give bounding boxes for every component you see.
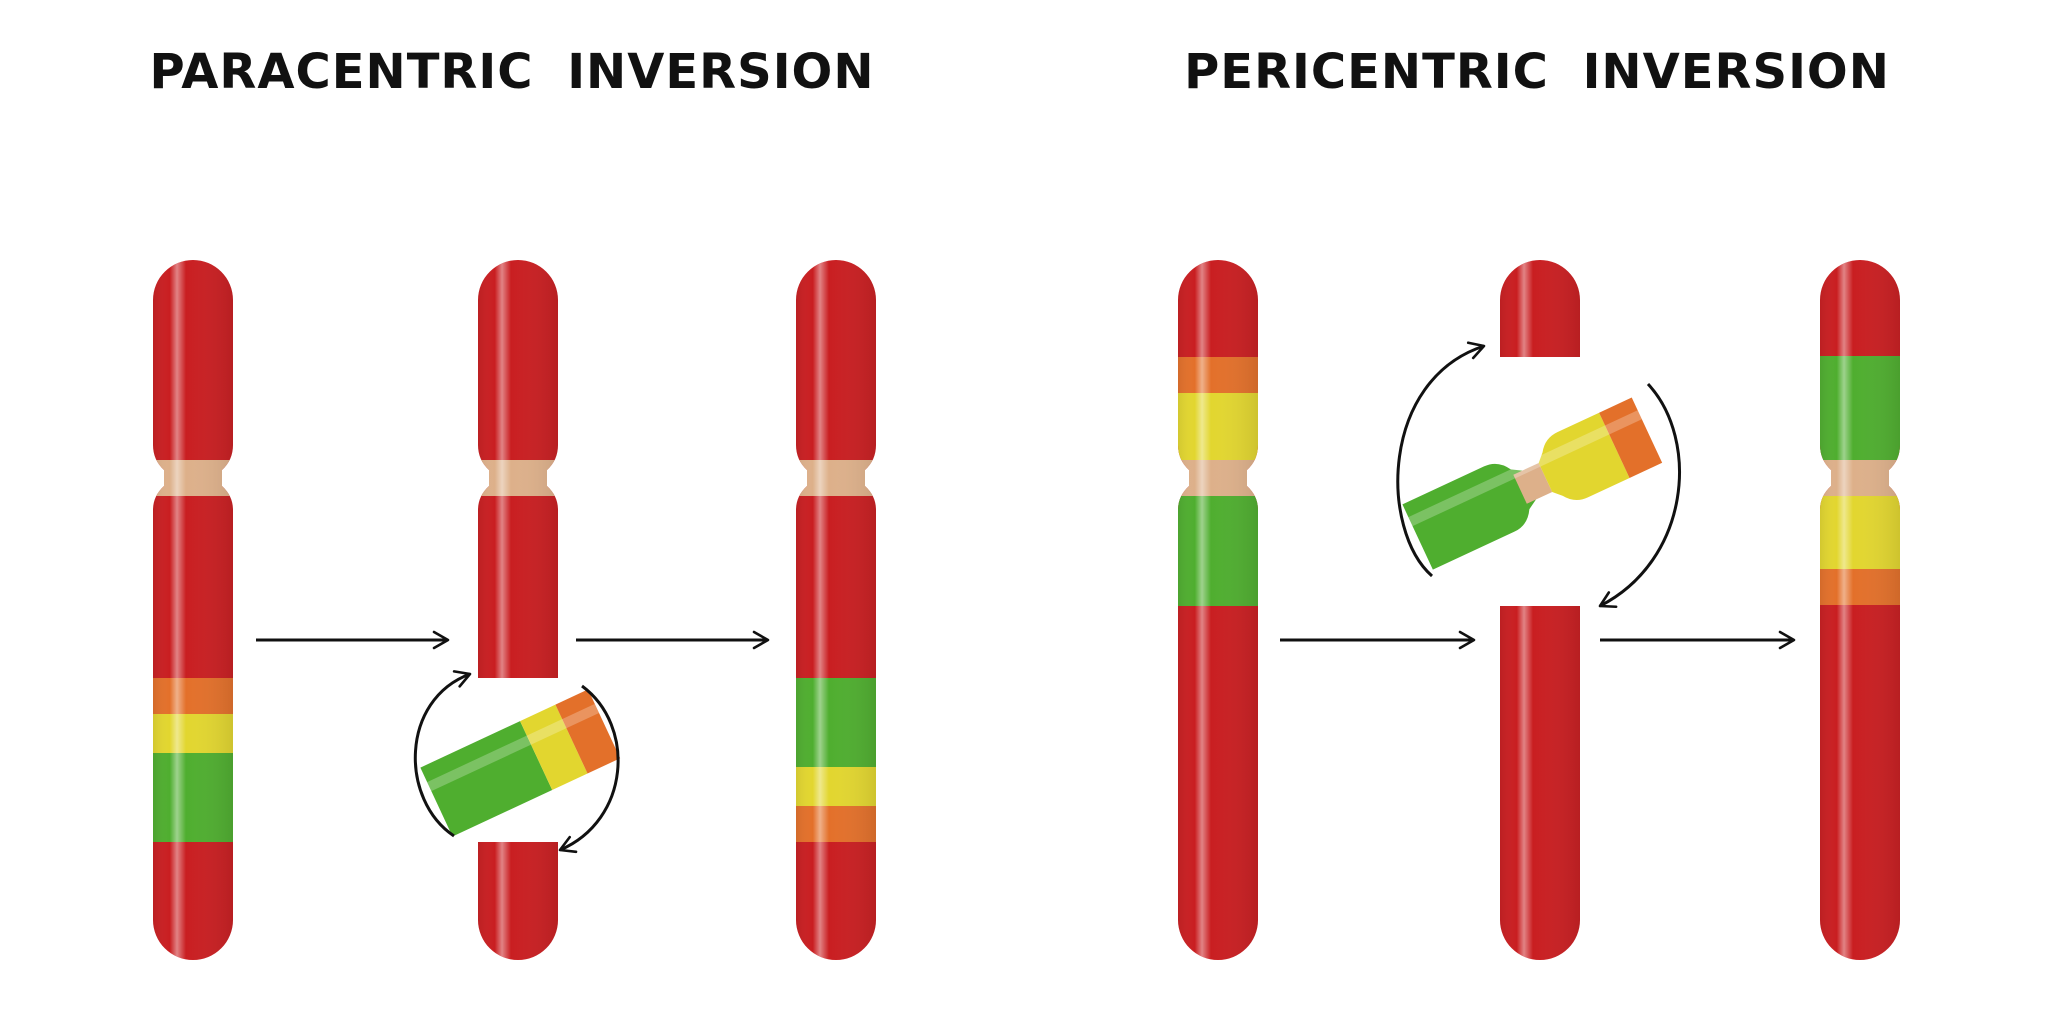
chromosome-original-peri [1178, 260, 1258, 960]
curved-arrow-icon [1598, 382, 1681, 609]
chromosome-broken-peri [1396, 260, 1681, 960]
curved-arrow-icon [413, 670, 472, 838]
pericentric-inversion-title: PERICENTRIC INVERSION [1184, 44, 1890, 100]
paracentric-inversion-title: PARACENTRIC INVERSION [149, 44, 875, 100]
chromosome-broken-para [413, 260, 621, 960]
chromosome-original-para [153, 260, 233, 960]
inverted-segment-peri [1402, 397, 1663, 570]
inverted-segment-para [420, 689, 621, 837]
curved-arrow-icon [1396, 341, 1486, 578]
chromosome-inverted-para [796, 260, 876, 960]
curved-arrow-icon [558, 684, 620, 854]
chromosome-inverted-peri [1820, 260, 1900, 960]
